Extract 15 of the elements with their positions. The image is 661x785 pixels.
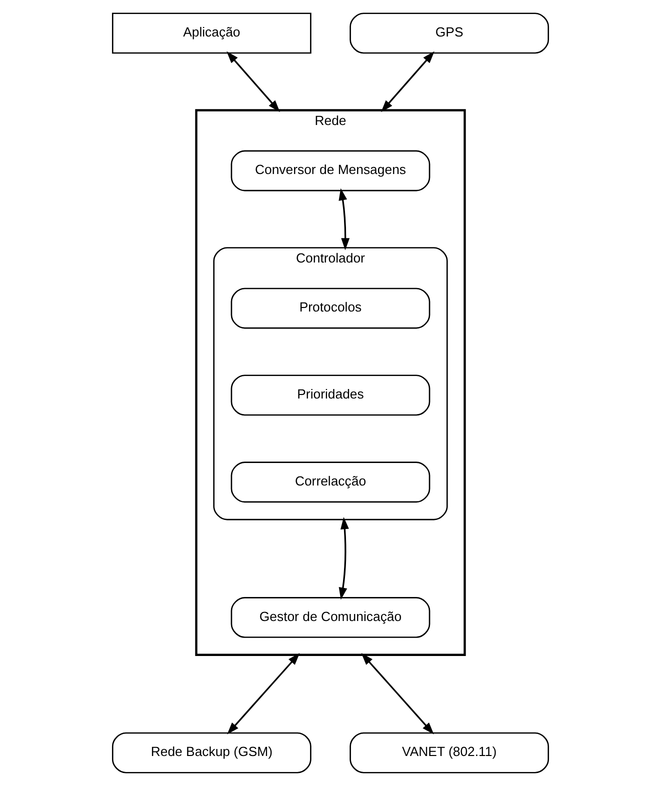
node-box: Prioridades: [230, 374, 430, 416]
node-box: VANET (802.11): [350, 732, 550, 773]
arrow: [338, 188, 350, 250]
arrow: [381, 50, 434, 112]
node-box: Gestor de Comunicação: [230, 596, 430, 638]
node-box: Conversor de Mensagens: [230, 150, 430, 191]
node-box: Correlacção: [230, 461, 430, 502]
node-box: Aplicação: [112, 12, 312, 54]
arrow: [361, 652, 434, 734]
node-box: GPS: [350, 12, 550, 54]
arrow: [226, 50, 280, 112]
arrow: [338, 516, 349, 600]
node-box: Protocolos: [230, 287, 430, 328]
arrow: [227, 652, 300, 734]
node-box: Rede Backup (GSM): [112, 732, 312, 773]
